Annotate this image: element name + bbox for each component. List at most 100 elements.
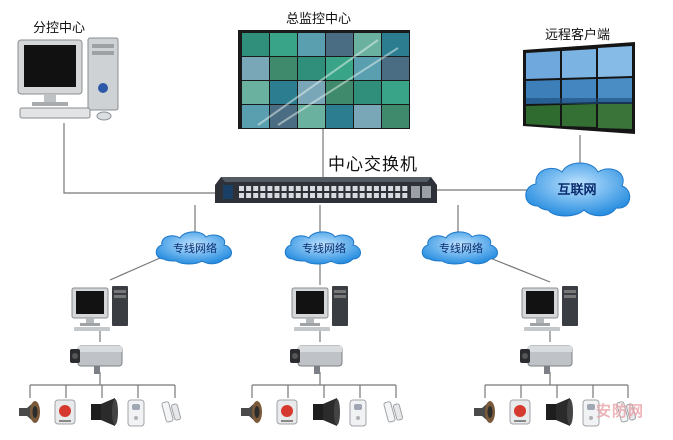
dedicated-network-label: 专线网络: [173, 241, 217, 255]
core-switch-label: 中心交换机: [328, 155, 418, 175]
switch-port: [281, 193, 287, 198]
video-wall-cell: [354, 33, 381, 56]
video-wall-icon: [238, 30, 410, 129]
dedicated-network-cloud-right: 专线网络: [421, 231, 498, 265]
detector-icon: [347, 398, 369, 428]
video-wall-cell: [298, 57, 325, 80]
speaker-icon: [472, 398, 498, 426]
switch-port: [345, 186, 351, 191]
dedicated-network-label: 专线网络: [302, 241, 346, 255]
remote-screen-wall-icon: [523, 42, 635, 134]
branch-pc-icon: [70, 286, 130, 332]
video-wall-cell: [242, 33, 269, 56]
siren-icon: [89, 398, 119, 426]
video-wall-cell: [242, 81, 269, 104]
switch-port: [246, 193, 252, 198]
watermark: 安防网: [596, 402, 645, 420]
switch-port: [381, 186, 386, 191]
switch-port: [239, 186, 244, 191]
internet-cloud: 互联网: [525, 162, 631, 217]
main-monitor-label: 总监控中心: [286, 12, 352, 27]
video-wall-cell: [382, 33, 409, 56]
switch-port: [281, 186, 287, 191]
switch-port: [317, 186, 323, 191]
door-sensor-icon: [161, 398, 183, 426]
switch-port: [317, 193, 323, 198]
video-wall-cell: [270, 57, 297, 80]
door-sensor-icon: [383, 398, 405, 426]
switch-port: [288, 193, 294, 198]
switch-port: [388, 186, 394, 191]
switch-port: [345, 193, 351, 198]
alarm-button-icon: [275, 398, 299, 426]
switch-port: [267, 186, 273, 191]
dedicated-network-cloud-middle: 专线网络: [284, 231, 361, 265]
switch-port: [288, 186, 294, 191]
video-wall-cell: [382, 81, 409, 104]
switch-port: [373, 186, 379, 191]
siren-icon: [544, 398, 574, 426]
switch-port: [395, 186, 401, 191]
door-sensor-icon: [616, 398, 638, 426]
switch-port: [395, 193, 401, 198]
video-wall-cell: [270, 81, 297, 104]
video-wall-cell: [354, 105, 381, 128]
core-switch-icon: [215, 177, 437, 203]
camera-icon: [70, 342, 130, 374]
switch-port: [373, 193, 379, 198]
alarm-button-icon: [53, 398, 77, 426]
branch-center-label: 分控中心: [33, 21, 86, 36]
switch-port: [260, 193, 266, 198]
switch-port: [331, 193, 337, 198]
switch-port: [366, 193, 372, 198]
switch-port: [302, 186, 308, 191]
camera-icon: [520, 342, 580, 374]
speaker-icon: [17, 398, 43, 426]
switch-port: [239, 193, 244, 198]
switch-port: [338, 193, 344, 198]
video-wall-cell: [270, 33, 297, 56]
video-wall-cell: [382, 57, 409, 80]
switch-port: [402, 186, 408, 191]
branch-pc-icon: [520, 286, 580, 332]
speaker-icon: [239, 398, 265, 426]
video-wall-cell: [298, 81, 325, 104]
video-wall-cell: [242, 105, 269, 128]
camera-icon: [290, 342, 350, 374]
alarm-button-icon: [508, 398, 532, 426]
switch-port: [310, 193, 315, 198]
switch-port: [381, 193, 386, 198]
dedicated-network-label: 专线网络: [439, 241, 483, 255]
remote-client-label: 远程客户端: [545, 28, 611, 43]
switch-port: [352, 193, 358, 198]
switch-port: [274, 186, 280, 191]
siren-icon: [311, 398, 341, 426]
switch-port: [388, 193, 394, 198]
video-wall-road-highlight: [257, 39, 399, 126]
switch-port: [253, 193, 259, 198]
video-wall-cell: [242, 57, 269, 80]
video-wall-cell: [326, 105, 353, 128]
switch-port: [260, 186, 266, 191]
switch-port: [253, 186, 259, 191]
dedicated-network-cloud-left: 专线网络: [155, 231, 232, 265]
switch-port: [302, 193, 308, 198]
switch-port: [274, 193, 280, 198]
switch-port: [331, 186, 337, 191]
switch-port: [295, 186, 301, 191]
branch-center-pc-icon: [17, 37, 119, 121]
switch-port: [366, 186, 372, 191]
switch-port: [402, 193, 408, 198]
video-wall-cell: [354, 81, 381, 104]
branch-pc-icon: [290, 286, 350, 332]
switch-port: [324, 193, 330, 198]
switch-port: [338, 186, 344, 191]
switch-port: [324, 186, 330, 191]
video-wall-cell: [298, 33, 325, 56]
video-wall-cell: [326, 33, 353, 56]
switch-port: [359, 193, 365, 198]
switch-port: [246, 186, 252, 191]
switch-port: [359, 186, 365, 191]
switch-port: [352, 186, 358, 191]
